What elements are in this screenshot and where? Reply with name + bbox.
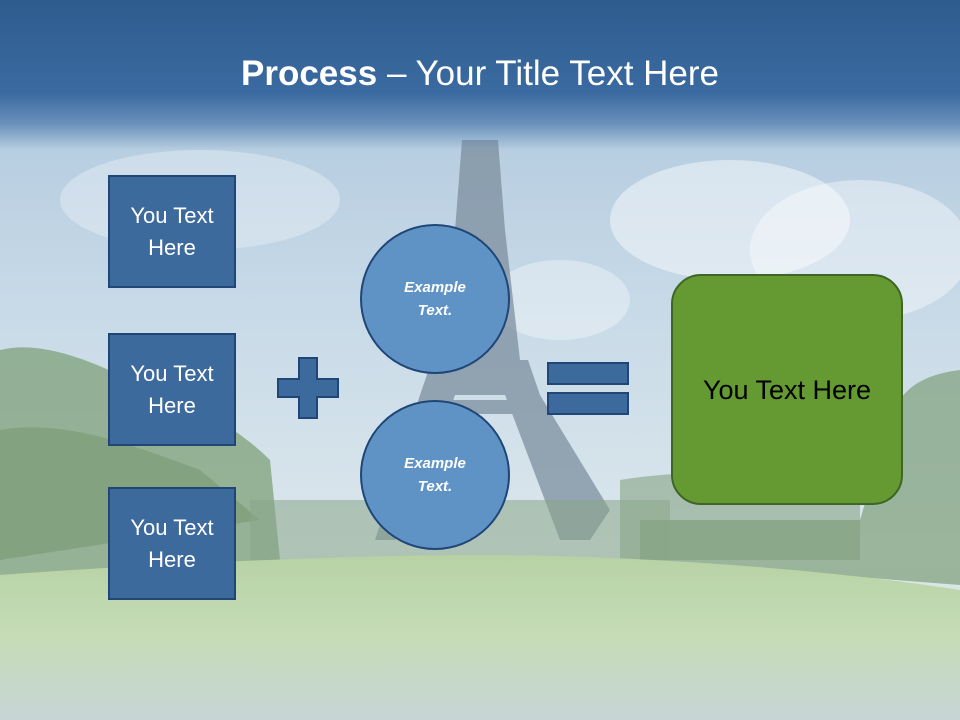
plus-icon bbox=[277, 357, 339, 419]
example-circle-1: Example Text. bbox=[360, 224, 510, 374]
result-box: You Text Here bbox=[671, 274, 903, 505]
example-circle-2-text: Example Text. bbox=[404, 455, 466, 495]
slide-title: Process – Your Title Text Here bbox=[0, 50, 960, 98]
input-box-2: You Text Here bbox=[108, 333, 236, 446]
input-box-1: You Text Here bbox=[108, 175, 236, 288]
result-box-text: You Text Here bbox=[702, 374, 872, 405]
header-band bbox=[0, 0, 960, 150]
example-circle-1-text: Example Text. bbox=[404, 279, 466, 319]
title-rest: – Your Title Text Here bbox=[377, 54, 719, 93]
equals-icon bbox=[547, 362, 629, 415]
input-box-3-text: You Text Here bbox=[130, 514, 214, 572]
input-box-3: You Text Here bbox=[108, 487, 236, 600]
title-bold: Process bbox=[241, 54, 378, 93]
input-box-1-text: You Text Here bbox=[130, 202, 214, 260]
example-circle-2: Example Text. bbox=[360, 400, 510, 550]
input-box-2-text: You Text Here bbox=[130, 360, 214, 418]
